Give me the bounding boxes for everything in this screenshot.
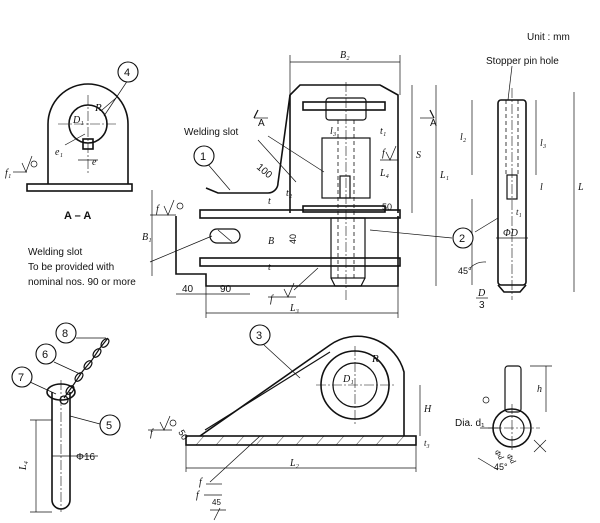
weld-f1: f₁ — [5, 168, 11, 179]
section-mark-right: A — [430, 118, 437, 129]
pin-side-view: l₂ l₃ l l₁ L t₁ ΦD 45° D 3 — [458, 65, 584, 311]
callout-1: 1 — [200, 151, 206, 163]
unit-label: Unit : mm — [527, 32, 570, 43]
callout-4: 4 — [124, 67, 130, 79]
dim-phi-d-side: ΦD — [503, 228, 519, 239]
dim-45-weld: 45 — [212, 498, 221, 507]
dim-s: S — [416, 150, 421, 161]
dim-l2-bracket: L₂ — [289, 458, 300, 469]
section-label: A – A — [64, 210, 91, 222]
welding-slot-note-line-3: nominal nos. 90 or more — [28, 277, 136, 288]
dim-d1-section: D₁ — [72, 115, 84, 126]
weld-f-bottom-1: f — [199, 477, 203, 488]
callout-4-circle — [117, 61, 139, 83]
weld-f-bottom: f — [270, 294, 274, 305]
callout-7: 7 — [18, 372, 24, 384]
dim-t1-side: t₁ — [516, 207, 522, 217]
dim-d1-bracket: D₁ — [342, 374, 354, 385]
dim-b2: B₂ — [340, 50, 350, 61]
dim-l4-pin: L₄ — [18, 460, 29, 471]
part-callouts: 4 1 2 3 5 6 7 8 — [11, 61, 499, 436]
callout-3-circle — [249, 324, 271, 346]
dim-90: 90 — [220, 284, 232, 295]
dim-phi-d-a: Φd — [492, 448, 506, 462]
dim-40-vertical: 40 — [288, 234, 298, 244]
callout-7-circle — [11, 366, 33, 388]
dim-h: h — [537, 384, 542, 395]
callout-8: 8 — [62, 328, 68, 340]
dim-t1-pin: t₁ — [380, 126, 386, 137]
weld-f-left: f — [156, 204, 160, 215]
dim-l4-pin: L₄ — [379, 168, 390, 179]
callout-6-circle — [35, 343, 57, 365]
dim-L-side: L — [577, 182, 584, 193]
dim-b1: B₁ — [142, 232, 152, 243]
dim-45-chain: 45° — [494, 462, 508, 472]
dim-t-lower: t — [268, 262, 271, 273]
callout-6: 6 — [42, 349, 48, 361]
dim-t-upper: t — [268, 196, 271, 207]
stopper-pin-hole-label: Stopper pin hole — [486, 56, 559, 67]
weld-f-bracket-left: f — [150, 428, 154, 439]
weld-f-bottom-2: f — [196, 490, 200, 501]
dim-l3: L₃ — [289, 303, 300, 314]
dim-t3: t₃ — [424, 438, 430, 448]
dim-l-side: l — [540, 182, 543, 193]
dim-e: e — [92, 157, 97, 168]
welding-slot-note-line-2: To be provided with — [28, 262, 114, 273]
section-a-a-view: R D₁ e₁ e f₁ A – A — [5, 83, 133, 222]
callout-3: 3 — [256, 330, 262, 342]
dim-t2: t₂ — [286, 188, 293, 199]
callout-2-circle — [452, 227, 474, 249]
dia-d1-label: Dia. d₁ — [455, 418, 485, 429]
bracket-side-view: R D₁ H t₃ L₂ 50 f f f 45 — [148, 335, 432, 521]
callout-2: 2 — [459, 233, 465, 245]
main-front-view: A A Welding slot B₂ L₁ S l₃ t₁ L₄ 50 100… — [142, 50, 449, 318]
callout-8-circle — [55, 322, 77, 344]
dim-40-horizontal: 40 — [182, 284, 194, 295]
dim-100: 100 — [254, 162, 274, 181]
dim-r-bracket: R — [371, 353, 379, 365]
dim-d-over-3-den: 3 — [479, 300, 485, 311]
callout-5: 5 — [106, 420, 112, 432]
dim-h-bracket: H — [423, 404, 432, 415]
weld-f-pin: f — [382, 148, 386, 159]
dim-l3-pin: l₃ — [330, 126, 337, 137]
welding-slot-note-line-1: Welding slot — [28, 247, 83, 258]
chain-detail-view: h Dia. d₁ Φd Φd 45° — [455, 365, 552, 472]
pin-with-chain-view: L₄ Φ16 — [18, 337, 110, 513]
callout-5-circle — [99, 414, 121, 436]
dim-l2-side: l₂ — [460, 132, 467, 143]
section-mark-left: A — [258, 118, 265, 129]
dim-l1: L₁ — [439, 170, 449, 181]
dim-d-over-3-num: D — [477, 288, 486, 299]
dim-e1: e₁ — [55, 147, 63, 158]
dim-b: B — [268, 236, 274, 247]
callout-1-circle — [193, 145, 215, 167]
dim-50-pin: 50 — [382, 202, 392, 212]
dim-l3-side: l₃ — [540, 138, 547, 149]
dim-phi16: Φ16 — [76, 452, 96, 463]
dim-r-section: R — [94, 102, 102, 114]
dim-50-bracket: 50 — [176, 428, 190, 442]
welding-slot-label: Welding slot — [184, 127, 239, 138]
welding-slot-note: Welding slot To be provided with nominal… — [28, 235, 213, 288]
dim-45-chamfer: 45° — [458, 266, 472, 276]
base-plate-hatching — [195, 435, 405, 446]
